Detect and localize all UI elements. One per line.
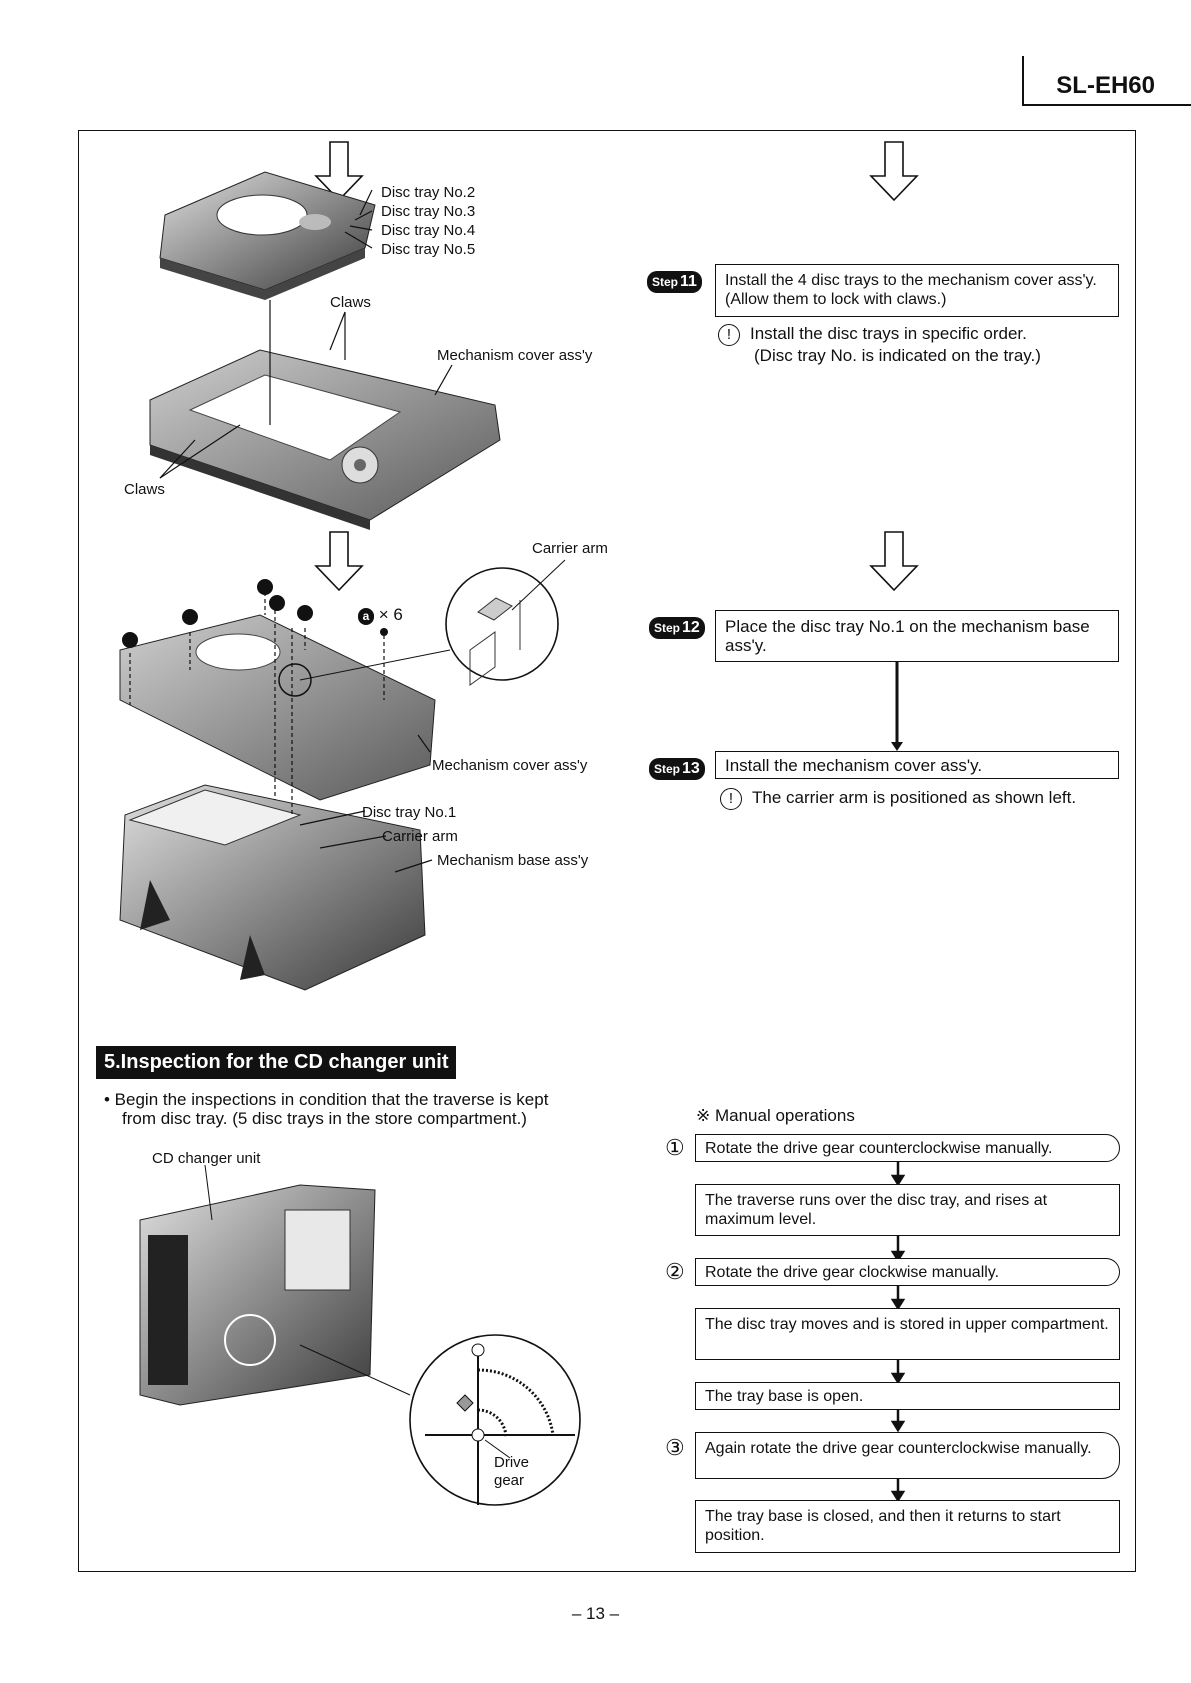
step-11-instruction: Install the 4 disc trays to the mechanis… [715, 264, 1119, 317]
mechanism-cover-illustration-2 [119, 614, 436, 801]
label-claws-top: Claws [330, 294, 371, 311]
drive-gear-detail-circle [299, 1334, 581, 1506]
label-mechanism-cover-1: Mechanism cover ass'y [437, 347, 593, 364]
manual-result-2b: The tray base is open. [695, 1382, 1120, 1410]
carrier-arm-detail-circle [299, 559, 566, 686]
screw-count-label: a × 6 [358, 605, 403, 625]
model-number: SL-EH60 [1056, 72, 1155, 99]
header-underline [1022, 104, 1191, 106]
cd-changer-unit-illustration [139, 1164, 376, 1406]
mechanism-cover-illustration [149, 349, 501, 530]
manual-operations-title: ※ Manual operations [696, 1106, 855, 1125]
label-claws-bottom: Claws [124, 481, 165, 498]
manual-op-3: Again rotate the drive gear counterclock… [695, 1432, 1120, 1479]
label-carrier-arm: Carrier arm [382, 828, 458, 845]
manual-op-1: Rotate the drive gear counterclockwise m… [695, 1134, 1120, 1162]
label-disc-tray-3: Disc tray No.3 [381, 203, 476, 220]
label-drive-gear-line2: gear [494, 1472, 525, 1489]
manual-op-2: Rotate the drive gear clockwise manually… [695, 1258, 1120, 1286]
step-13-instruction: Install the mechanism cover ass'y. [715, 751, 1119, 779]
label-drive-gear-line1: Drive [494, 1454, 530, 1471]
disc-tray-stack-illustration [159, 171, 376, 300]
label-mechanism-base: Mechanism base ass'y [437, 852, 589, 869]
label-disc-tray-5: Disc tray No.5 [381, 241, 476, 258]
op-number-3: ③ [665, 1435, 685, 1460]
section-heading: 5.Inspection for the CD changer unit [96, 1046, 457, 1079]
label-carrier-arm-top: Carrier arm [532, 540, 608, 557]
manual-result-2a: The disc tray moves and is stored in upp… [695, 1308, 1120, 1360]
down-arrow-icon [314, 141, 919, 592]
label-disc-tray-2: Disc tray No.2 [381, 184, 476, 201]
content-frame [78, 130, 1136, 1572]
op-number-2: ② [665, 1259, 685, 1284]
header-rule [1022, 56, 1024, 106]
manual-result-3: The tray base is closed, and then it ret… [695, 1500, 1120, 1553]
label-disc-tray-1: Disc tray No.1 [362, 804, 457, 821]
step-13-note: !The carrier arm is positioned as shown … [720, 788, 1076, 810]
warning-icon: ! [718, 324, 740, 346]
section-intro: • Begin the inspections in condition tha… [104, 1090, 549, 1128]
warning-icon: ! [720, 788, 742, 810]
step-12-instruction: Place the disc tray No.1 on the mechanis… [715, 610, 1119, 662]
label-disc-tray-4: Disc tray No.4 [381, 222, 476, 239]
step-11-note: !Install the disc trays in specific orde… [718, 324, 1041, 366]
op-number-1: ① [665, 1135, 685, 1160]
screw-marker-icon: a [358, 608, 374, 624]
label-mechanism-cover-2: Mechanism cover ass'y [432, 757, 588, 774]
mechanism-base-illustration [119, 784, 426, 991]
page-number: – 13 – [571, 1604, 620, 1623]
manual-result-1: The traverse runs over the disc tray, an… [695, 1184, 1120, 1236]
label-cd-changer-unit: CD changer unit [152, 1150, 261, 1167]
